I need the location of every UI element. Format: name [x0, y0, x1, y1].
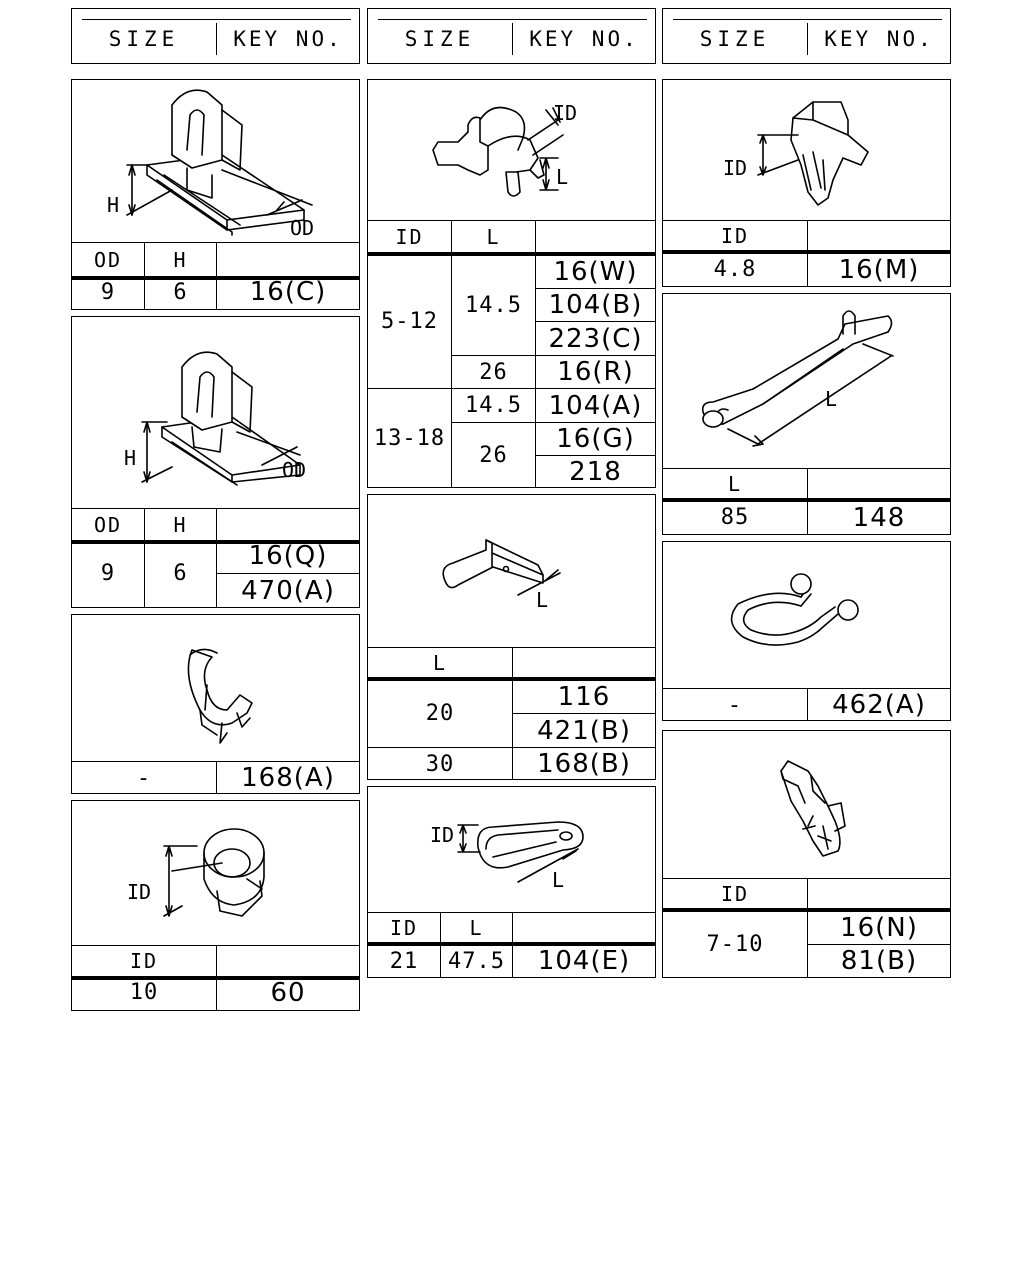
clip-part-1[interactable]: H OD OD H 9 6 16(C) [71, 79, 360, 310]
od-column-header: OD [93, 247, 123, 272]
column-3-header: SIZE KEY NO. [662, 8, 951, 64]
id-dimension-label: ID [723, 156, 747, 180]
clip-drawing: ID L [368, 787, 655, 912]
key-number[interactable]: 16(G) [535, 422, 655, 455]
size-header: SIZE [108, 27, 180, 51]
id-dimension-label: ID [553, 101, 577, 125]
spec-table: - 462(A) [663, 688, 950, 721]
key-number[interactable]: 116 [512, 680, 655, 713]
spec-table: ID 10 60 [72, 945, 359, 1010]
key-number[interactable]: 81(B) [807, 944, 950, 977]
table-row: 21 47.5 104(E) [368, 945, 655, 977]
clip-part-5[interactable]: ID L ID L 5-12 14.5 16(W) 104(B) 223(C) … [367, 79, 656, 488]
column-1-header: SIZE KEY NO. [71, 8, 360, 64]
key-number[interactable]: 16(N) [807, 911, 950, 944]
key-number[interactable]: 104(A) [535, 389, 655, 422]
key-number[interactable]: 60 [216, 975, 359, 1010]
clip-part-10[interactable]: - 462(A) [662, 541, 951, 721]
clip-part-9[interactable]: L L 85 148 [662, 293, 951, 535]
h-dimension-label: H [107, 193, 119, 217]
id-dimension-label: ID [430, 823, 454, 847]
clip-part-3[interactable]: - 168(A) [71, 614, 360, 794]
table-row: 20 116 421(B) [368, 680, 655, 747]
key-number[interactable]: 470(A) [216, 573, 359, 607]
key-number[interactable]: 16(Q) [216, 539, 359, 573]
clip-part-6[interactable]: L L 20 116 421(B) 30 168(B) [367, 494, 656, 780]
table-row: - 168(A) [72, 761, 359, 794]
table-row: 85 148 [663, 501, 950, 534]
spec-table: ID L 21 47.5 104(E) [368, 912, 655, 977]
key-number[interactable]: 168(B) [512, 748, 655, 780]
key-number[interactable]: 104(B) [535, 288, 655, 321]
table-row: 4.8 16(M) [663, 253, 950, 286]
key-number[interactable]: 148 [807, 501, 950, 534]
key-number[interactable]: 462(A) [807, 689, 950, 721]
key-number[interactable]: 223(C) [535, 321, 655, 355]
clip-part-11[interactable]: ID 7-10 16(N) 81(B) [662, 730, 951, 978]
spec-table: ID 4.8 16(M) [663, 220, 950, 286]
l-dimension-label: L [536, 588, 548, 612]
l-dimension-label: L [552, 868, 564, 892]
clip-drawing: ID [72, 801, 359, 945]
clip-part-4[interactable]: ID ID 10 60 [71, 800, 360, 1011]
key-number[interactable]: 421(B) [512, 713, 655, 747]
spec-table: L 85 148 [663, 468, 950, 534]
clip-drawing [72, 615, 359, 761]
spec-table: - 168(A) [72, 761, 359, 794]
key-no-header: KEY NO. [216, 23, 359, 55]
table-group: 13-18 14.5 104(A) 26 16(G) 218 [368, 388, 655, 488]
table-row: 9 6 16(Q) 470(A) [72, 539, 359, 607]
table-row: 10 60 [72, 975, 359, 1010]
table-group: 5-12 14.5 16(W) 104(B) 223(C) 26 16(R) [368, 255, 655, 388]
clip-part-7[interactable]: ID L ID L 21 47.5 104(E) [367, 786, 656, 978]
spec-table: ID L 5-12 14.5 16(W) 104(B) 223(C) 26 16… [368, 220, 655, 488]
od-dimension-label: OD [290, 216, 314, 240]
clip-drawing: L [368, 495, 655, 647]
id-dimension-label: ID [127, 880, 151, 904]
clip-drawing: H OD [72, 80, 359, 242]
clip-drawing: ID L [368, 80, 655, 220]
l-dimension-label: L [556, 165, 568, 189]
clip-drawing [663, 731, 950, 878]
table-row: 30 168(B) [368, 747, 655, 780]
key-number[interactable]: 16(C) [216, 275, 359, 309]
l-dimension-label: L [825, 387, 837, 411]
clip-drawing: L [663, 294, 950, 468]
key-number[interactable]: 16(W) [535, 255, 655, 288]
h-column-header: H [144, 243, 216, 276]
spec-table: ID 7-10 16(N) 81(B) [663, 878, 950, 977]
clip-drawing [663, 542, 950, 688]
od-dimension-label: OD [282, 458, 306, 482]
column-2-header: SIZE KEY NO. [367, 8, 656, 64]
table-row: - 462(A) [663, 688, 950, 721]
clip-drawing: ID [663, 80, 950, 220]
spec-table: OD H 9 6 16(Q) 470(A) [72, 508, 359, 607]
clip-part-2[interactable]: H OD OD H 9 6 16(Q) 470(A) [71, 316, 360, 608]
h-dimension-label: H [124, 446, 136, 470]
key-number[interactable]: 16(M) [807, 253, 950, 286]
clip-part-8[interactable]: ID ID 4.8 16(M) [662, 79, 951, 287]
clip-drawing: H OD [72, 317, 359, 508]
spec-table: OD H 9 6 16(C) [72, 242, 359, 309]
table-row: 9 6 16(C) [72, 275, 359, 309]
key-number[interactable]: 168(A) [216, 762, 359, 794]
table-row: 7-10 16(N) 81(B) [663, 911, 950, 977]
key-number[interactable]: 16(R) [535, 355, 655, 388]
key-number[interactable]: 104(E) [512, 945, 655, 977]
spec-table: L 20 116 421(B) 30 168(B) [368, 647, 655, 780]
key-number[interactable]: 218 [535, 455, 655, 488]
